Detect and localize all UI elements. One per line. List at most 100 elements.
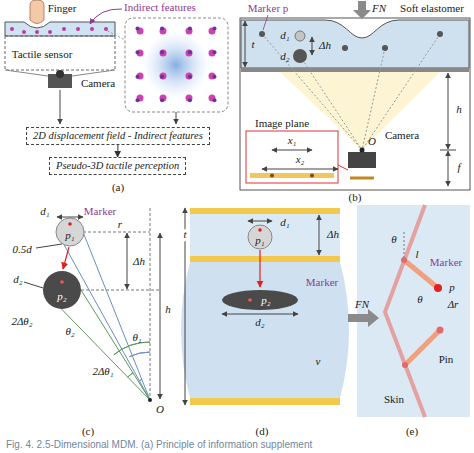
figure-caption: Fig. 4. 2.5-Dimensional MDM. (a) Princip… <box>6 439 312 451</box>
symbol-label: O <box>156 404 164 416</box>
panel-b-drawing <box>246 131 338 183</box>
panel-e-drawing <box>348 309 379 327</box>
surface-markers <box>48 30 52 34</box>
panel-letter: (b) <box>349 192 362 204</box>
panel-d-drawing <box>222 314 298 315</box>
panel-a-drawing <box>104 29 125 40</box>
part-label: Camera <box>385 130 419 142</box>
panel-a-drawing <box>90 9 122 24</box>
marker-dots <box>188 98 192 102</box>
panel-b-drawing <box>263 15 268 30</box>
marker-dots <box>135 27 139 31</box>
panel-c-drawing <box>160 233 161 399</box>
panel-e-drawing <box>348 205 470 417</box>
marker-dots <box>160 27 164 31</box>
part-label: Soft elastomer <box>400 3 464 15</box>
marker-dots <box>160 28 167 35</box>
angle-arcs <box>114 342 150 355</box>
panel-b-drawing <box>362 34 440 150</box>
symbol-label: p <box>449 282 455 294</box>
surface-markers <box>76 27 80 31</box>
symbol-label: d₂ <box>255 317 264 329</box>
panel-c-drawing <box>83 232 150 400</box>
marker-dots <box>186 73 193 80</box>
symbol-label: l <box>415 249 418 261</box>
symbol-label: θ₁ <box>132 332 141 344</box>
panel-e-drawing <box>357 205 470 417</box>
symbol-label: FN <box>372 3 386 15</box>
panel-c-drawing <box>36 244 62 248</box>
panel-c-drawing <box>81 290 160 291</box>
panel-c-drawing <box>63 247 69 269</box>
marker-label: Marker p <box>248 3 289 15</box>
angle-arcs <box>114 342 150 381</box>
panel-b-drawing <box>240 18 470 190</box>
panel-b-drawing <box>350 177 374 180</box>
panel-b-drawing <box>437 31 443 37</box>
flow-arrow <box>117 145 118 157</box>
panel-c-drawing <box>60 280 64 284</box>
surface-markers <box>10 27 108 34</box>
symbol-label: θ₂ <box>65 326 74 338</box>
marker-dots <box>186 50 193 57</box>
panel-c-drawing <box>148 398 152 402</box>
symbol-label: Δr <box>448 299 459 311</box>
panel-c-drawing <box>24 282 43 288</box>
panel-b-drawing <box>262 169 338 170</box>
panel-b-drawing <box>382 45 388 51</box>
panel-e-drawing <box>401 257 407 263</box>
marker-dots <box>135 27 216 103</box>
panel-e-drawing <box>404 232 405 258</box>
panel-c-drawing <box>56 218 84 246</box>
symbol-label: 2Δθ₁ <box>92 366 113 378</box>
panel-b-drawing <box>270 174 274 178</box>
panel-b-drawing <box>342 45 348 51</box>
panel-c-drawing <box>43 271 81 309</box>
symbol-label: p₂ <box>261 295 270 307</box>
symbol-label: ν <box>316 356 321 368</box>
part-label: Tactile sensor <box>12 49 73 61</box>
symbol-label: θ <box>391 234 396 246</box>
part-label: Image plane <box>255 118 309 130</box>
panel-b-drawing <box>310 174 314 178</box>
symbol-label: h <box>165 304 171 316</box>
panel-letter: (e) <box>406 426 418 438</box>
surface-markers <box>10 27 14 31</box>
panel-c-drawing <box>57 217 83 218</box>
part-label: Pin <box>439 354 454 366</box>
symbol-label: p₁ <box>65 230 74 242</box>
dashed-box: Pseudo-3D tactile perception <box>49 157 186 175</box>
panel-a-drawing <box>125 18 228 112</box>
panel-b-drawing <box>448 151 449 186</box>
marker-dots <box>188 75 192 79</box>
marker-dots <box>188 27 192 31</box>
panel-c-drawing <box>81 290 150 400</box>
panel-b-drawing <box>353 1 371 19</box>
panel-c-drawing <box>24 208 160 402</box>
panel-b-drawing <box>360 148 365 153</box>
symbol-label: 2Δθ₂ <box>11 316 32 328</box>
panel-a-drawing <box>56 70 64 78</box>
box-text: 2D displacement field - Indirect feature… <box>33 129 203 143</box>
panel-d-drawing <box>248 221 272 222</box>
panel-d-drawing <box>181 262 349 398</box>
symbol-label: d₁ <box>280 217 289 229</box>
symbol-label: d₁ <box>280 30 289 42</box>
symbol-label: 0.5d <box>12 244 31 256</box>
dimension-label: t <box>182 229 187 241</box>
symbol-label: h <box>456 104 462 116</box>
marker-label: Marker <box>430 257 462 269</box>
panel-d-drawing <box>222 290 298 310</box>
panel-letter: (c) <box>82 426 94 438</box>
panel-e-drawing <box>434 284 442 292</box>
panel-e-drawing <box>437 327 444 334</box>
symbol-label: x₁ <box>288 135 297 147</box>
panel-c-drawing <box>68 222 72 226</box>
panel-a-drawing <box>142 31 210 99</box>
marker-dots <box>213 75 217 79</box>
panel-b-drawing <box>362 48 385 150</box>
panel-a-drawing <box>5 0 228 124</box>
panel-b-drawing <box>245 21 246 67</box>
panel-b-drawing <box>338 165 348 170</box>
